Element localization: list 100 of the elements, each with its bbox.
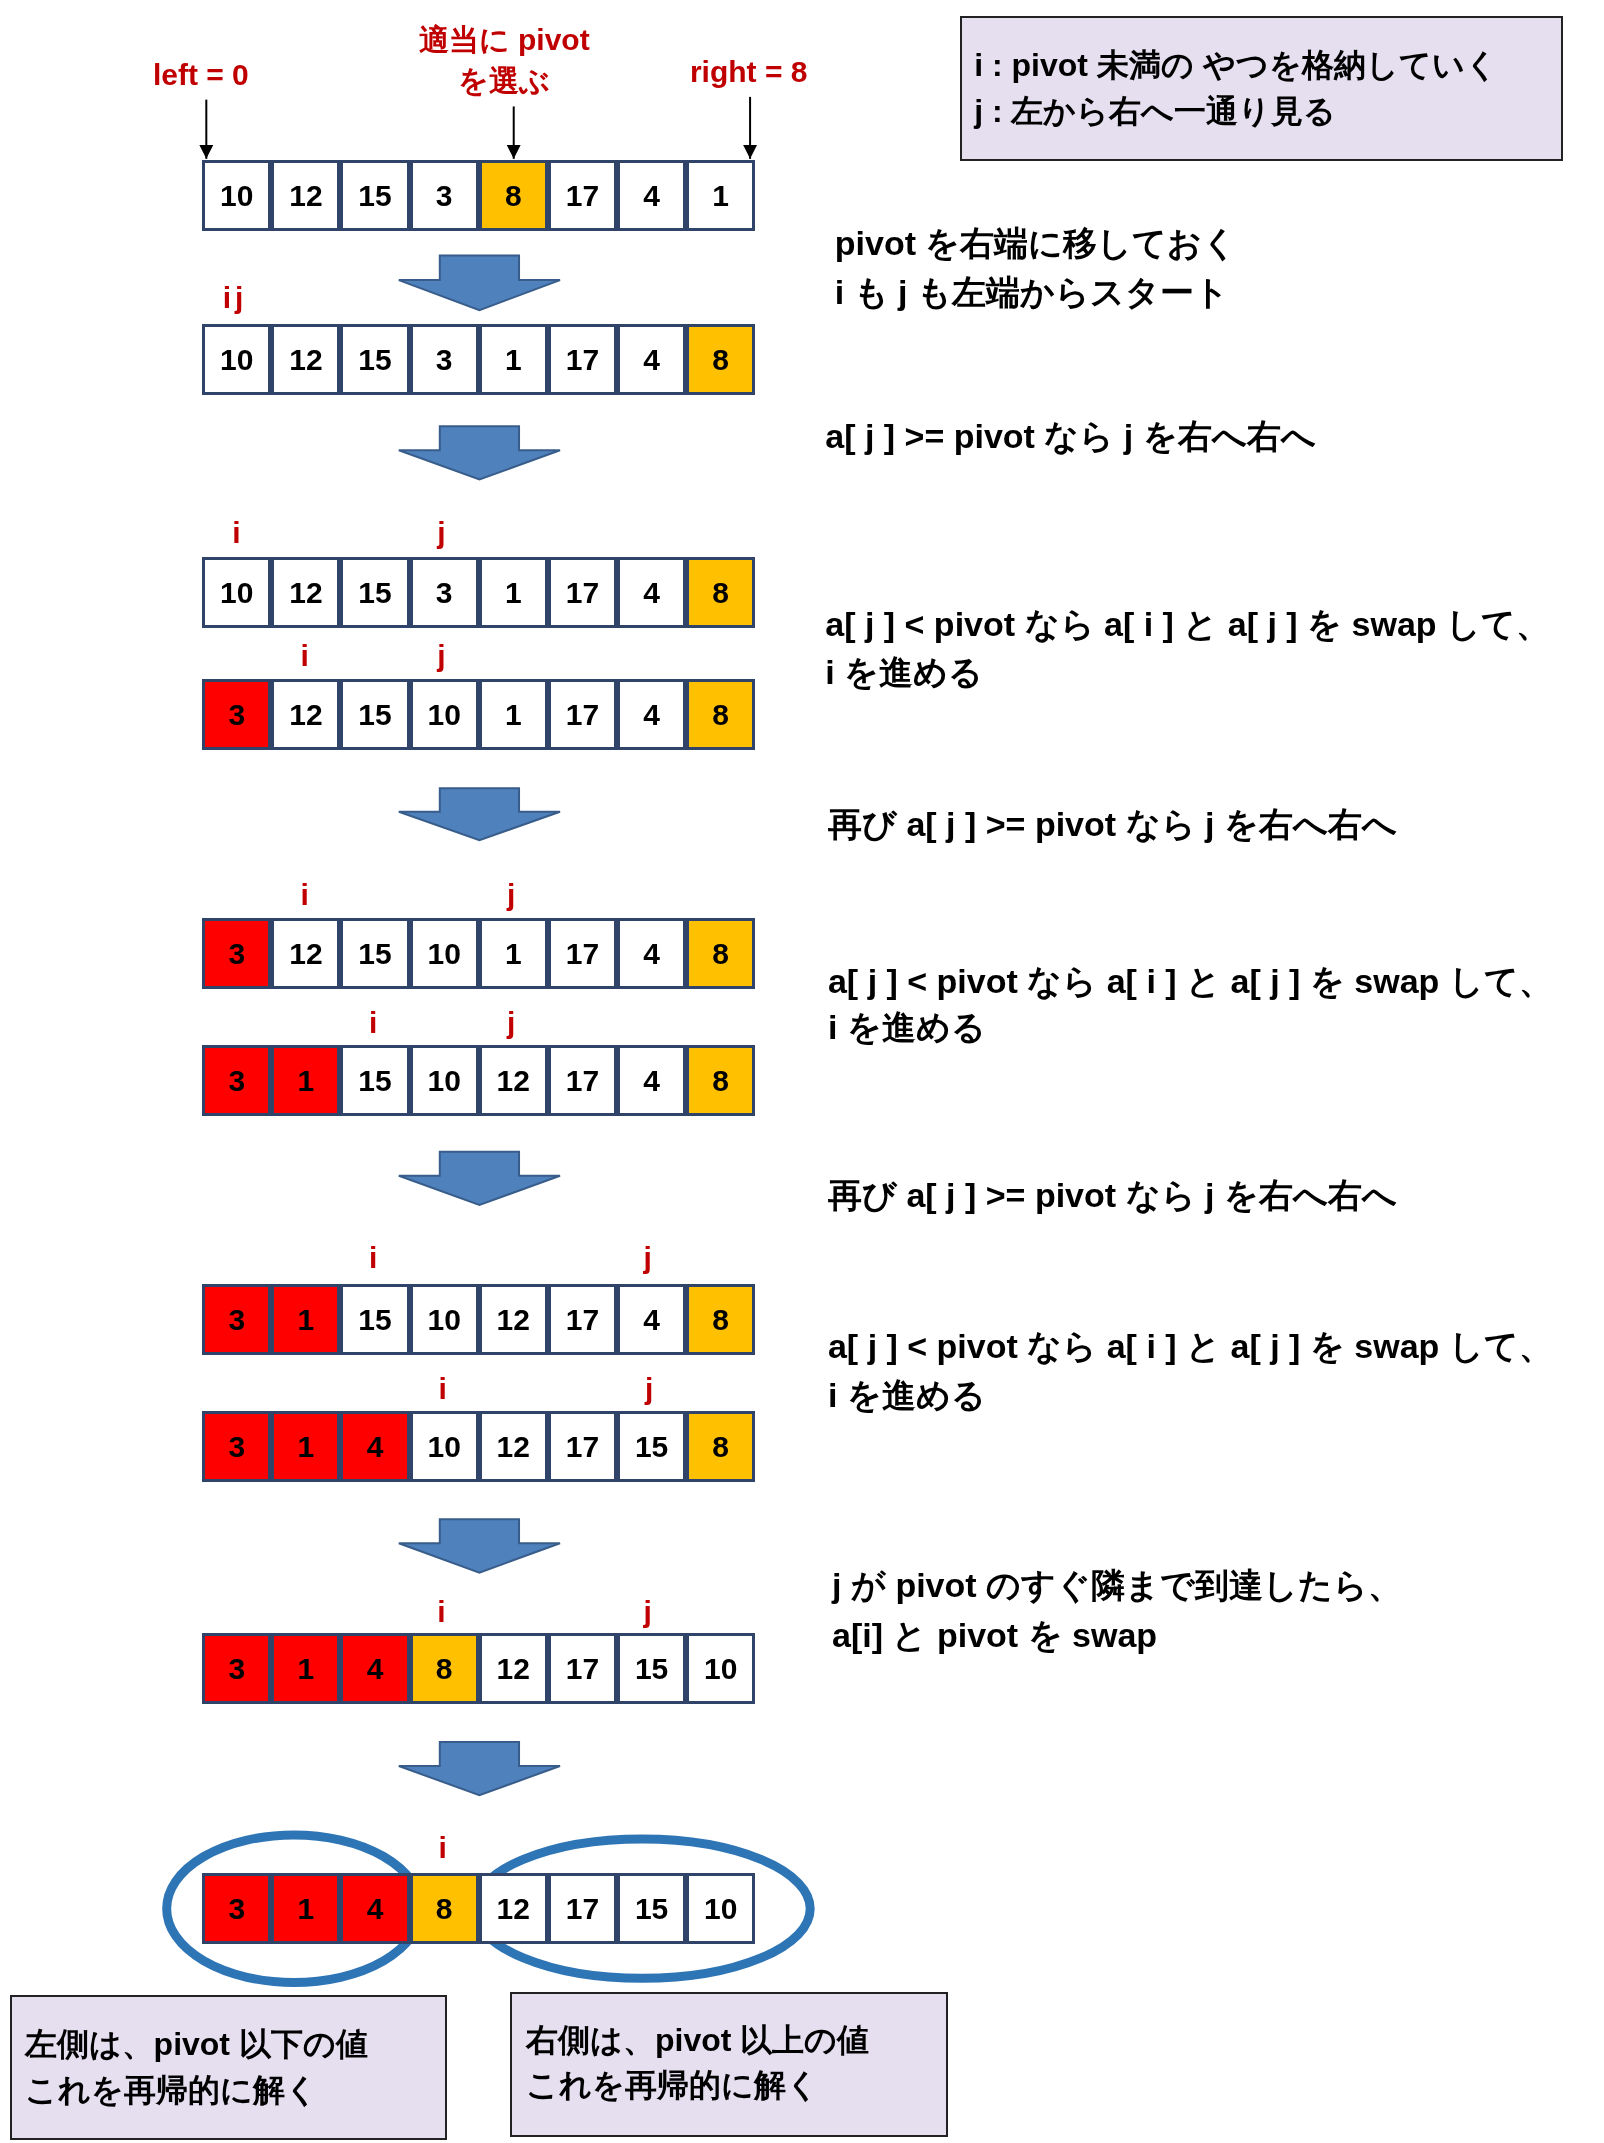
array-cell: 1 bbox=[271, 1284, 341, 1356]
index-marker: j bbox=[437, 514, 446, 551]
array-cell: 1 bbox=[271, 1411, 341, 1483]
array-cell: 4 bbox=[340, 1632, 410, 1704]
array-cell: 17 bbox=[547, 679, 617, 751]
note-box bbox=[9, 1994, 447, 2140]
arrow bbox=[199, 98, 214, 160]
array-cell: 10 bbox=[409, 1284, 479, 1356]
index-marker: i bbox=[368, 1240, 378, 1277]
pointer-label: left = 0 bbox=[118, 54, 283, 96]
index-marker: i bbox=[437, 1594, 446, 1631]
arrow bbox=[743, 95, 758, 160]
array-cell: 1 bbox=[478, 918, 548, 990]
index-marker: i bbox=[222, 279, 232, 316]
step-text: i を進める bbox=[825, 651, 984, 693]
array-cell: 4 bbox=[617, 918, 687, 990]
array-cell: 3 bbox=[409, 159, 479, 231]
array-cell: 12 bbox=[478, 1873, 548, 1945]
array-cell: 15 bbox=[340, 159, 410, 231]
array-cell: 4 bbox=[340, 1873, 410, 1945]
step-text: 再び a[ j ] >= pivot なら j を右へ右へ bbox=[827, 1175, 1397, 1217]
array-cell: 10 bbox=[409, 918, 479, 990]
index-marker: j bbox=[437, 637, 446, 674]
step-text: a[ j ] >= pivot なら j を右へ右へ bbox=[825, 415, 1316, 457]
array-cell: 1 bbox=[686, 159, 756, 231]
array-cell: 17 bbox=[547, 1873, 617, 1945]
step-text: i を進める bbox=[827, 1374, 986, 1416]
array-cell: 15 bbox=[617, 1873, 687, 1945]
array-cell: 12 bbox=[478, 1284, 548, 1356]
array-cell: 17 bbox=[547, 1045, 617, 1117]
note-text: 右側は、pivot 以上の値 bbox=[526, 2021, 870, 2061]
index-marker: i bbox=[438, 1371, 447, 1408]
block-arrow bbox=[397, 254, 562, 312]
array-cell: 15 bbox=[340, 679, 410, 751]
index-marker: i bbox=[438, 1830, 447, 1867]
pointer-label: right = 8 bbox=[666, 51, 831, 93]
index-marker: j bbox=[235, 279, 244, 316]
index-marker: i bbox=[368, 1005, 378, 1042]
array-cell: 8 bbox=[686, 323, 756, 395]
array-cell: 8 bbox=[686, 679, 756, 751]
array-cell: 10 bbox=[686, 1873, 756, 1945]
array-cell: 17 bbox=[547, 1632, 617, 1704]
step-text: a[i] と pivot を swap bbox=[832, 1615, 1158, 1657]
note-box bbox=[509, 1992, 949, 2137]
array-cell: 1 bbox=[271, 1632, 341, 1704]
block-arrow bbox=[397, 1518, 562, 1574]
array-cell: 17 bbox=[547, 159, 617, 231]
array-cell: 15 bbox=[617, 1632, 687, 1704]
index-marker: i bbox=[300, 637, 309, 674]
step-text: pivot を右端に移しておく bbox=[834, 222, 1238, 264]
array-cell: 17 bbox=[547, 557, 617, 629]
array-cell: 10 bbox=[409, 1045, 479, 1117]
array-cell: 4 bbox=[617, 557, 687, 629]
step-text: j が pivot のすぐ隣まで到達したら、 bbox=[832, 1564, 1403, 1606]
array-cell: 3 bbox=[202, 1873, 272, 1945]
array-cell: 1 bbox=[271, 1045, 341, 1117]
array-cell: 1 bbox=[271, 1873, 341, 1945]
array-cell: 1 bbox=[478, 679, 548, 751]
array-cell: 12 bbox=[271, 159, 341, 231]
array-cell: 3 bbox=[202, 1045, 272, 1117]
array-cell: 17 bbox=[547, 918, 617, 990]
step-text: 再び a[ j ] >= pivot なら j を右へ右へ bbox=[827, 803, 1397, 845]
array-cell: 12 bbox=[478, 1045, 548, 1117]
index-marker: j bbox=[506, 876, 516, 913]
index-marker: j bbox=[506, 1005, 516, 1042]
array-cell: 4 bbox=[617, 159, 687, 231]
array-cell: 3 bbox=[202, 918, 272, 990]
array-cell: 3 bbox=[202, 1284, 272, 1356]
array-cell: 8 bbox=[686, 918, 756, 990]
step-text: i も j も左端からスタート bbox=[834, 272, 1229, 314]
array-cell: 8 bbox=[478, 159, 548, 231]
index-marker: i bbox=[300, 876, 309, 913]
note-text: 左側は、pivot 以下の値 bbox=[24, 2025, 368, 2065]
array-cell: 8 bbox=[409, 1632, 479, 1704]
array-cell: 8 bbox=[686, 557, 756, 629]
array-cell: 15 bbox=[340, 323, 410, 395]
array-cell: 12 bbox=[271, 679, 341, 751]
array-cell: 12 bbox=[478, 1632, 548, 1704]
array-cell: 4 bbox=[617, 1045, 687, 1117]
index-marker: j bbox=[644, 1371, 654, 1408]
array-cell: 8 bbox=[409, 1873, 479, 1945]
index-marker: j bbox=[643, 1594, 652, 1631]
array-cell: 10 bbox=[202, 323, 272, 395]
step-text: a[ j ] < pivot なら a[ i ] と a[ j ] を swap して、 bbox=[827, 960, 1553, 1002]
array-cell: 12 bbox=[271, 918, 341, 990]
array-cell: 17 bbox=[547, 323, 617, 395]
index-marker: i bbox=[232, 514, 241, 551]
note-box bbox=[960, 16, 1563, 162]
array-cell: 4 bbox=[617, 323, 687, 395]
array-cell: 3 bbox=[202, 1411, 272, 1483]
array-cell: 8 bbox=[686, 1284, 756, 1356]
array-cell: 15 bbox=[617, 1411, 687, 1483]
note-text: これを再帰的に解く bbox=[24, 2070, 318, 2110]
array-cell: 4 bbox=[617, 1284, 687, 1356]
array-cell: 12 bbox=[271, 323, 341, 395]
step-text: a[ j ] < pivot なら a[ i ] と a[ j ] を swap して、 bbox=[825, 604, 1551, 646]
note-text: j : 左から右へ一通り見る bbox=[974, 92, 1337, 132]
array-cell: 10 bbox=[409, 679, 479, 751]
step-text: a[ j ] < pivot なら a[ i ] と a[ j ] を swap して、 bbox=[827, 1325, 1553, 1367]
array-cell: 12 bbox=[271, 557, 341, 629]
